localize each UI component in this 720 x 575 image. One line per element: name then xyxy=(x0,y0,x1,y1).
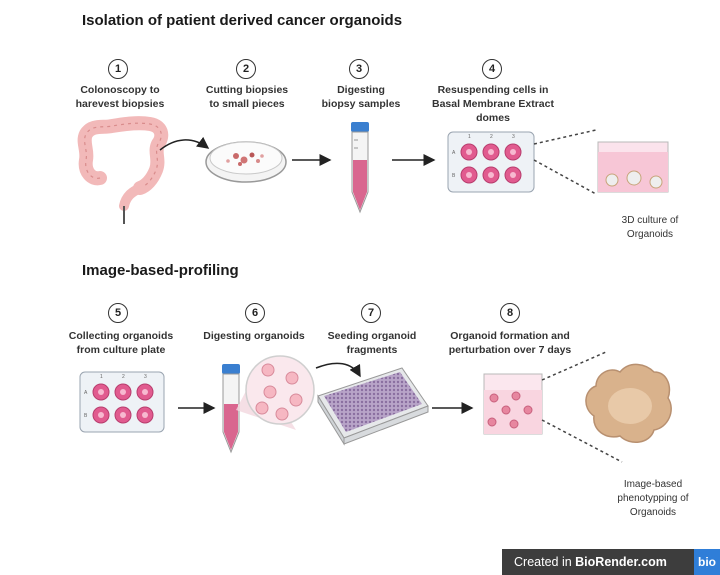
phenotyping-note: Image-based phenotypping of Organoids xyxy=(617,479,689,518)
culture-vessel-icon xyxy=(597,141,669,193)
step-7-number: 7 xyxy=(361,303,381,323)
biorender-badge[interactable]: Created in BioRender.com bio xyxy=(502,549,720,575)
colon-icon xyxy=(77,116,169,224)
badge-text: Created in BioRender.com xyxy=(514,555,667,569)
svg-text:2: 2 xyxy=(122,374,125,380)
svg-text:3: 3 xyxy=(512,134,515,140)
step-6-number: 6 xyxy=(245,303,265,323)
step-1-label: Colonoscopy to harevest biopsies xyxy=(75,84,165,110)
step-7-label: Seeding organoid fragments xyxy=(327,330,417,356)
svg-text:B: B xyxy=(452,173,456,179)
step-6-label: Digesting organoids xyxy=(203,330,305,342)
tube-icon-digesting-organoids xyxy=(222,364,240,454)
step-2-number: 2 xyxy=(236,59,256,79)
well-plate-icon-step-4: 1 2 3 A B xyxy=(447,131,535,193)
svg-text:1: 1 xyxy=(100,374,103,380)
well-plate-icon-step-5: 1 2 3 A B xyxy=(79,371,165,433)
svg-text:A: A xyxy=(452,150,456,156)
culture-note: 3D culture of Organoids xyxy=(621,215,679,240)
step-3-number: 3 xyxy=(349,59,369,79)
svg-text:1: 1 xyxy=(468,134,471,140)
svg-text:B: B xyxy=(84,413,88,419)
step-5-number: 5 xyxy=(108,303,128,323)
petri-dish-icon xyxy=(205,141,287,183)
step-8-number: 8 xyxy=(500,303,520,323)
tube-icon-digesting-biopsy xyxy=(351,122,369,214)
step-4-number: 4 xyxy=(482,59,502,79)
multiwell-plate-icon xyxy=(317,367,429,446)
svg-text:3: 3 xyxy=(144,374,147,380)
step-5-label: Collecting organoids from culture plate xyxy=(68,330,174,356)
digested-organoids-zoom xyxy=(245,355,315,425)
well-icon xyxy=(483,373,543,435)
step-3-label: Digesting biopsy samples xyxy=(321,84,401,110)
step-4-label: Resuspending cells in Basal Membrane Ext… xyxy=(432,84,554,124)
svg-text:2: 2 xyxy=(490,134,493,140)
biorender-logo-icon: bio xyxy=(694,549,720,575)
organoid-icon xyxy=(585,363,672,443)
section-title-profiling: Image-based-profiling xyxy=(82,262,239,279)
section-title-isolation: Isolation of patient derived cancer orga… xyxy=(82,12,403,29)
step-2-label: Cutting biopsies to small pieces xyxy=(205,84,289,110)
step-8-label: Organoid formation and perturbation over… xyxy=(448,330,572,356)
svg-text:A: A xyxy=(84,390,88,396)
step-1-number: 1 xyxy=(108,59,128,79)
